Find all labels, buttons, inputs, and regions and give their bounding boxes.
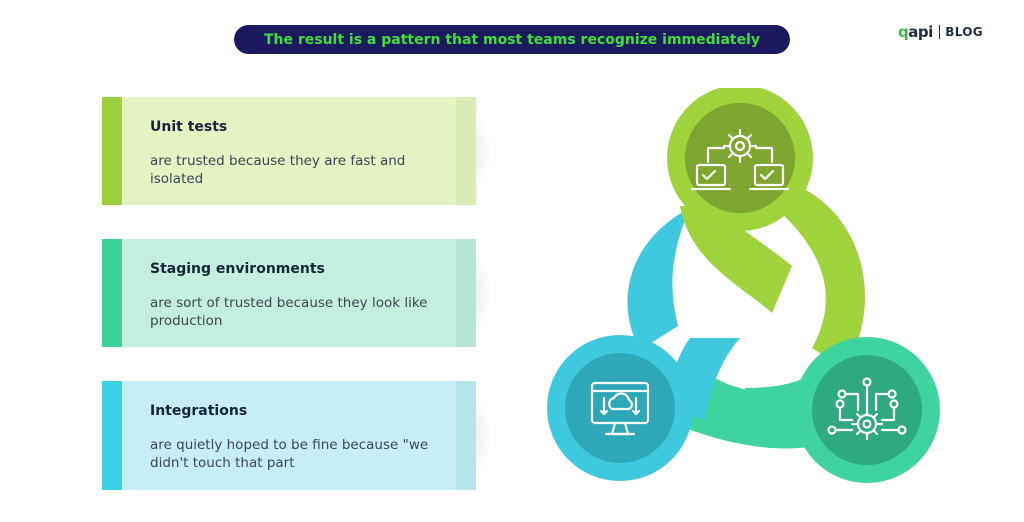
brand-logo[interactable]: qapi BLOG bbox=[898, 22, 983, 42]
card-unit-tests: Unit tests are trusted because they are … bbox=[102, 97, 492, 205]
card-text: are quietly hoped to be fine because "we… bbox=[150, 437, 429, 471]
card-tail bbox=[456, 239, 476, 347]
card-staging-environments: Staging environments are sort of trusted… bbox=[102, 239, 492, 347]
computers-gear-icon bbox=[690, 128, 790, 191]
arm-top-to-left bbox=[627, 208, 690, 350]
brand-divider bbox=[938, 25, 941, 39]
card-body bbox=[102, 239, 476, 347]
node-top-tail bbox=[680, 206, 792, 313]
circuit-gear-icon bbox=[827, 377, 907, 441]
card-tail bbox=[456, 97, 476, 205]
page-title: The result is a pattern that most teams … bbox=[234, 25, 790, 54]
card-integrations: Integrations are quietly hoped to be fin… bbox=[102, 381, 492, 490]
card-body bbox=[102, 97, 476, 205]
card-text: are trusted because they are fast and is… bbox=[150, 153, 406, 187]
card-accent-bar bbox=[102, 239, 122, 347]
card-text: are sort of trusted because they look li… bbox=[150, 295, 428, 329]
three-node-diagram bbox=[547, 88, 940, 483]
arm-top-to-right bbox=[766, 188, 865, 370]
card-body bbox=[102, 381, 476, 490]
card-accent-bar bbox=[102, 381, 122, 490]
card-accent-bar bbox=[102, 97, 122, 205]
card-tail bbox=[456, 381, 476, 490]
monitor-cloud-icon bbox=[590, 381, 650, 436]
brand-section-label: BLOG bbox=[945, 25, 983, 39]
card-heading: Integrations bbox=[150, 403, 248, 419]
qapi-wordmark: qapi bbox=[898, 23, 933, 41]
card-heading: Staging environments bbox=[150, 261, 325, 277]
card-heading: Unit tests bbox=[150, 119, 228, 135]
